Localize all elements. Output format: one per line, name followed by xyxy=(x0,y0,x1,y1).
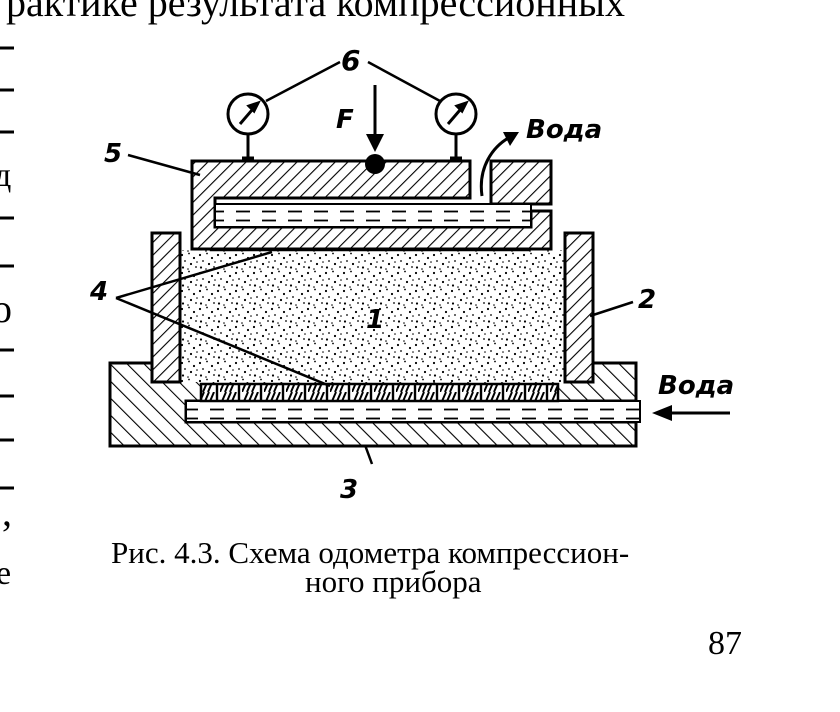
label-water-out: Вода xyxy=(526,115,602,145)
left-margin-dashes xyxy=(0,46,14,490)
ring-left-wall xyxy=(150,231,182,384)
ring-right-wall xyxy=(563,231,595,384)
margin-fragment: е xyxy=(0,555,11,592)
label-porous-stones: 4 xyxy=(89,277,108,307)
margin-fragment: о xyxy=(0,286,12,331)
dial-gauge-right xyxy=(434,92,478,161)
label-soil: 1 xyxy=(366,305,384,335)
page-number: 87 xyxy=(708,625,742,662)
label-base: 3 xyxy=(340,475,358,505)
force-arrow xyxy=(365,85,385,174)
margin-fragment: д xyxy=(0,157,11,194)
label-water-in: Вода xyxy=(658,371,734,401)
water-in-arrow xyxy=(652,405,730,421)
margin-fragment: ’ xyxy=(0,512,13,557)
label-leaders xyxy=(115,153,634,465)
label-stamp: 5 xyxy=(104,139,122,169)
stamp-outlet-block xyxy=(489,159,553,206)
water-out-arrow xyxy=(479,132,519,197)
figure-caption-line2: ного прибора xyxy=(305,564,482,599)
gauge-leader-lines xyxy=(265,60,441,103)
bottom-water-channel xyxy=(185,400,641,423)
dial-gauge-left xyxy=(226,92,270,161)
label-force: F xyxy=(336,105,354,135)
figure-caption-line1: Рис. 4.3. Схема одометра компрессион- xyxy=(111,535,629,570)
page-header-fragment: рактике результата компрессионных xyxy=(6,0,625,25)
bottom-porous-stone xyxy=(199,382,560,403)
soil-sample xyxy=(180,250,565,382)
upper-water-chamber xyxy=(214,203,532,228)
label-gauges: 6 xyxy=(341,44,360,77)
label-ring: 2 xyxy=(638,285,656,315)
